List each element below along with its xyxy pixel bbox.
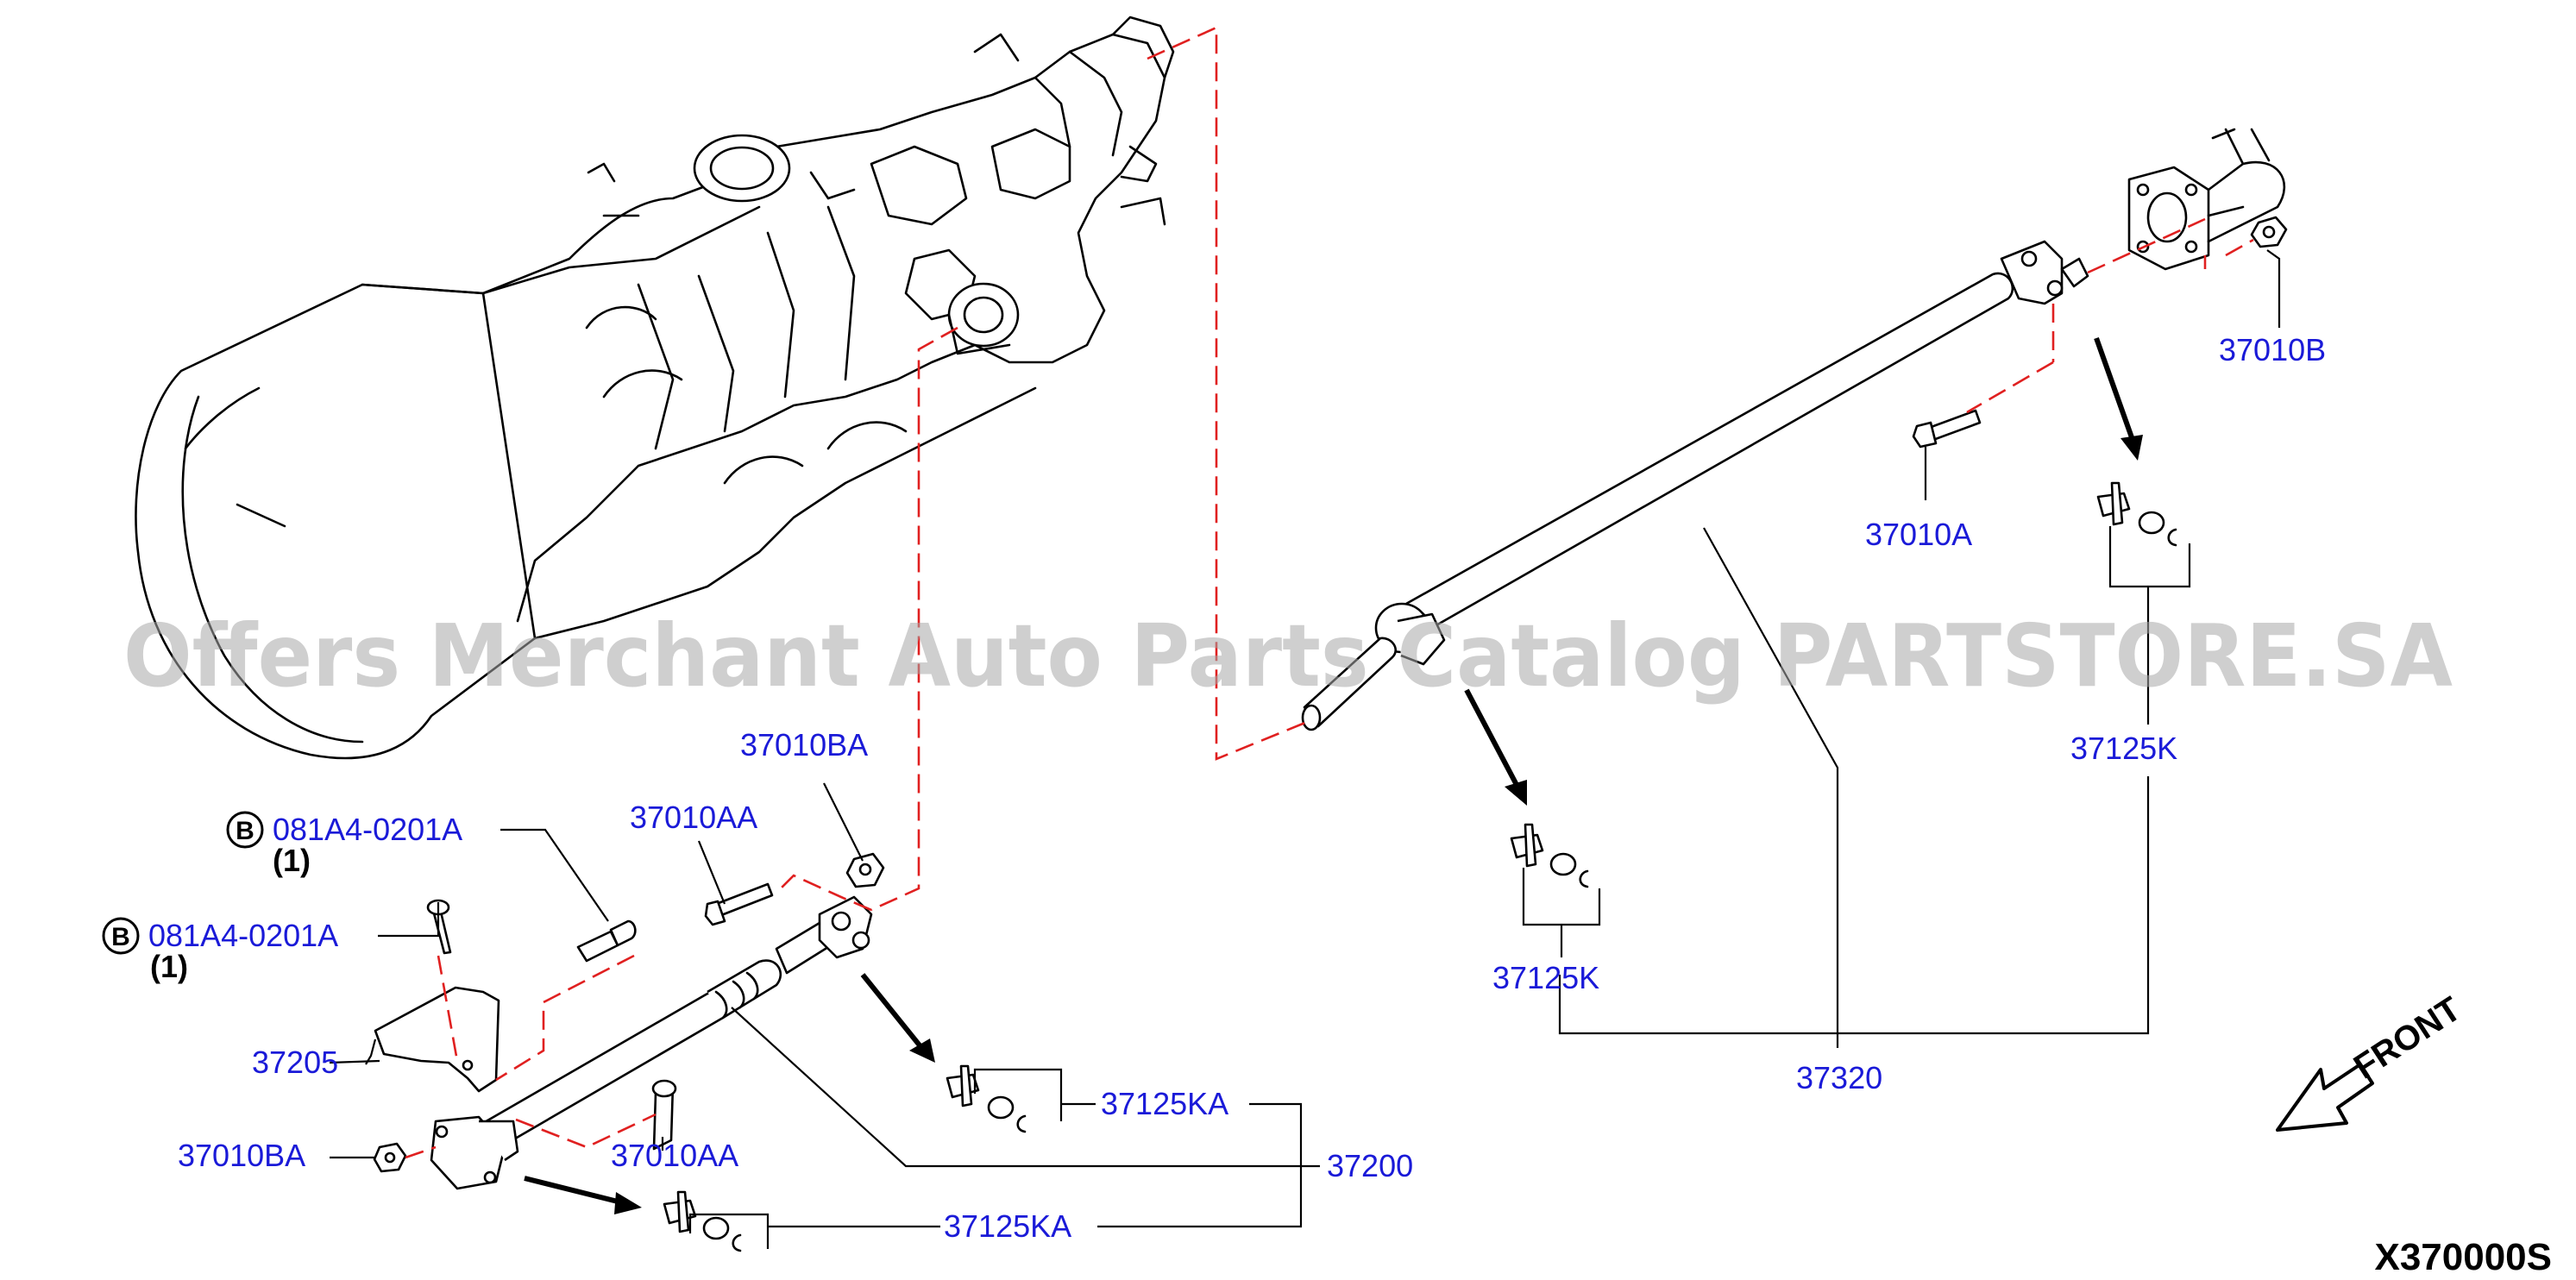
direction-arrows <box>524 336 2143 1214</box>
callout-37010AA-bottom: 37010AA <box>611 1138 738 1173</box>
callout-081A4-0201A-top: 081A4-0201A <box>273 812 462 847</box>
bolt-37010AA-top <box>704 882 774 926</box>
badge-letter: B <box>111 923 130 951</box>
bolt-37010A <box>1912 409 1982 449</box>
quantity-top: (1) <box>273 843 311 878</box>
assembly-dashed-lines <box>405 25 2254 1159</box>
callout-37010BA-top: 37010BA <box>740 727 868 762</box>
nut-37010BA-bottom <box>373 1142 407 1173</box>
leader-lines <box>329 249 2281 1249</box>
badge-b-bottom: B <box>102 917 140 955</box>
bolt-081A4-top <box>576 919 637 963</box>
callout-081A4-0201A-bottom: 081A4-0201A <box>148 918 338 953</box>
rear-propeller-shaft-37320 <box>1301 240 2089 731</box>
center-bearing-bracket-37205 <box>374 986 500 1093</box>
universal-joint-37125K-mid <box>1510 823 1589 888</box>
callout-37320: 37320 <box>1796 1060 1882 1095</box>
callout-37125KA-bottom: 37125KA <box>944 1208 1071 1244</box>
callout-37125K-right: 37125K <box>2070 731 2177 766</box>
callout-37010A: 37010A <box>1865 517 1972 552</box>
universal-joint-37125KA-top <box>946 1064 1027 1133</box>
nut-37010B <box>2250 216 2288 248</box>
diagram-reference-id: X370000S <box>2374 1236 2552 1278</box>
callout-37010BA-bottom: 37010BA <box>178 1138 305 1173</box>
bolt-37010AA-bottom <box>651 1079 677 1151</box>
callout-37010B: 37010B <box>2219 332 2326 367</box>
badge-b-top: B <box>226 811 264 849</box>
front-label: FRONT <box>2347 990 2468 1087</box>
badge-letter: B <box>236 817 254 845</box>
transmission-illustration <box>135 16 1175 760</box>
callout-labels: 37010B 37010A 37125K 37125K 37320 37010B… <box>148 332 2326 1244</box>
universal-joint-37125KA-bottom <box>663 1190 742 1252</box>
callout-37205: 37205 <box>252 1045 338 1080</box>
differential-flange <box>2127 128 2286 271</box>
callout-37200: 37200 <box>1327 1148 1413 1183</box>
front-propeller-shaft-37200 <box>430 895 873 1190</box>
universal-joint-37125K-right <box>2096 481 2177 547</box>
callout-37010AA-top: 37010AA <box>630 800 757 835</box>
front-indicator: FRONT <box>2276 990 2468 1132</box>
callout-37125KA-top: 37125KA <box>1101 1086 1228 1121</box>
watermark-text: Offers Merchant Auto Parts Catalog PARTS… <box>123 605 2453 706</box>
callout-37125K-mid: 37125K <box>1492 960 1599 995</box>
quantity-bottom: (1) <box>150 949 188 984</box>
nut-37010BA-top <box>845 852 885 888</box>
